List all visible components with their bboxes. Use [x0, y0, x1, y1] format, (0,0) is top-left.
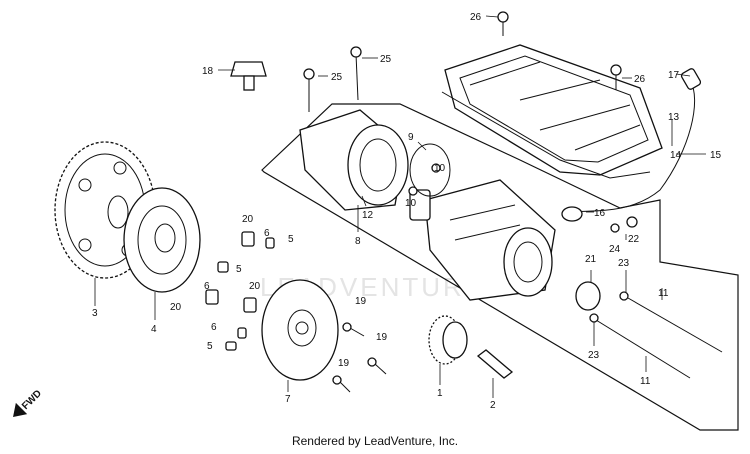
callout-23b: 23: [588, 350, 600, 361]
callout-17: 17: [668, 70, 680, 81]
callout-26a: 26: [470, 12, 482, 23]
callout-25a: 25: [331, 72, 343, 83]
callout-15: 15: [710, 150, 722, 161]
brush-plate: [408, 143, 451, 197]
callout-5a: 5: [288, 234, 294, 245]
idle-gear-shaft: [476, 349, 514, 379]
fwd-label: FWD: [20, 388, 44, 412]
o-ring: [575, 281, 601, 311]
callout-2: 2: [490, 400, 496, 411]
callout-19a: 19: [355, 296, 367, 307]
driven-gear: [261, 279, 339, 381]
callout-5c: 5: [207, 341, 213, 352]
callout-22: 22: [628, 234, 640, 245]
callout-11a: 11: [658, 288, 669, 299]
callout-19b: 19: [376, 332, 388, 343]
callout-10a: 10: [434, 163, 446, 174]
callout-6a: 6: [264, 228, 270, 239]
starter-clutch: [123, 187, 201, 293]
footer-credit: Rendered by LeadVenture, Inc.: [291, 434, 459, 448]
assembly-frame: [261, 103, 739, 431]
callout-6b: 6: [204, 281, 210, 292]
callout-21: 21: [585, 254, 597, 265]
fwd-arrow-icon: [13, 402, 28, 417]
callout-13: 13: [668, 112, 680, 123]
callout-19c: 19: [338, 358, 350, 369]
fwd-indicator: FWD: [13, 388, 44, 417]
callout-5b: 5: [236, 264, 242, 275]
brush-set: [205, 231, 275, 351]
starter-motor: [409, 179, 556, 301]
callout-labels: 3 4 7 8 12 1 2 9 10 10 11 11 13 14 15 16…: [92, 12, 722, 411]
idle-gear: [428, 315, 468, 365]
washer: [610, 223, 620, 233]
callout-20b: 20: [170, 302, 182, 313]
callout-3: 3: [92, 308, 98, 319]
callout-14: 14: [670, 150, 682, 161]
nut: [626, 216, 638, 228]
callout-11b: 11: [640, 376, 651, 387]
callout-26b: 26: [634, 74, 646, 85]
callout-12: 12: [362, 210, 374, 221]
callout-1: 1: [437, 388, 443, 399]
callout-24: 24: [609, 244, 621, 255]
callout-4: 4: [151, 324, 157, 335]
callout-18: 18: [202, 66, 214, 77]
callout-25b: 25: [380, 54, 392, 65]
callout-23a: 23: [618, 258, 630, 269]
callout-6c: 6: [211, 322, 217, 333]
callout-16: 16: [594, 208, 606, 219]
leader-lines: [94, 15, 706, 398]
callout-9: 9: [408, 132, 414, 143]
starter-housing: [299, 109, 409, 211]
callout-20a: 20: [242, 214, 254, 225]
callout-20c: 20: [249, 281, 261, 292]
long-bolts: [589, 291, 723, 379]
callout-7: 7: [285, 394, 291, 405]
callout-10b: 10: [405, 198, 417, 209]
bolt-icons: [230, 11, 622, 393]
starter-cable: [561, 68, 702, 222]
cover-plate: [441, 44, 663, 179]
callout-8: 8: [355, 236, 361, 247]
